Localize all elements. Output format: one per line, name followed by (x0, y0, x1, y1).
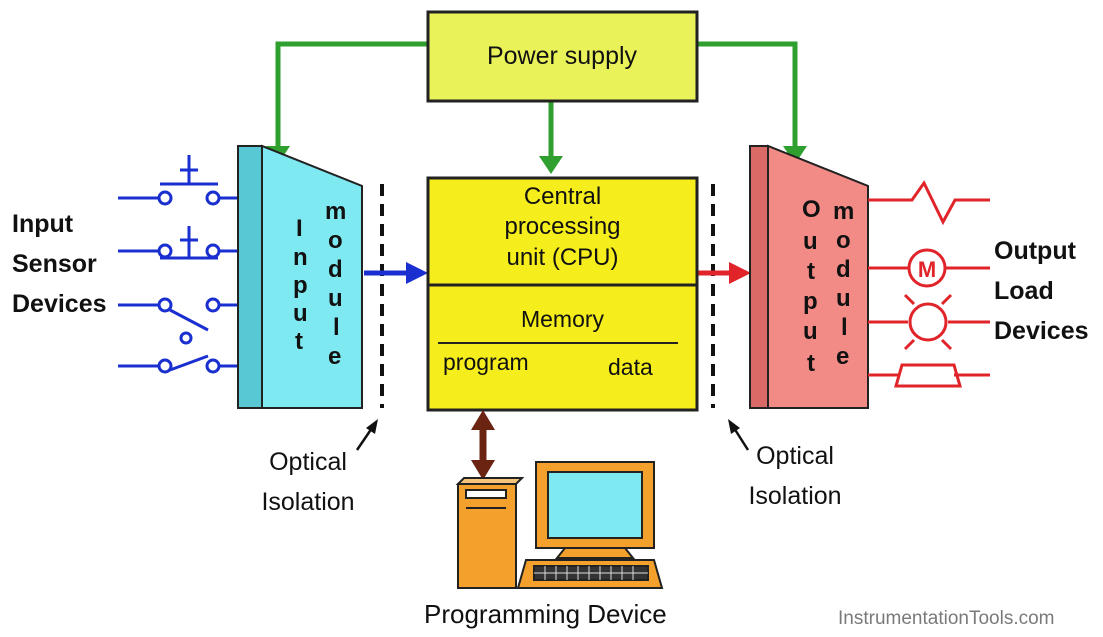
optical-isolation-left-line-2: Isolation (261, 488, 355, 516)
watermark-text: InstrumentationTools.com (838, 608, 1055, 629)
isolation-pointer-right (728, 419, 750, 451)
output-module-letter-1: O (802, 196, 821, 223)
input-module-letter-8: d (328, 256, 343, 283)
output-devices-label-line-1: Output (994, 237, 1076, 265)
optical-isolation-left-line-1: Optical (269, 448, 347, 476)
optical-isolation-right-line-2: Isolation (748, 482, 842, 510)
output-module-letter-11: l (841, 314, 848, 341)
input-devices-label-line-1: Input (12, 210, 74, 238)
cpu-title-line-1: Central (523, 183, 602, 210)
output-module-letter-6: t (807, 350, 815, 377)
motor-icon (907, 248, 947, 288)
input-sensor-symbols (118, 155, 262, 374)
input-devices-label-line-2: Sensor (12, 250, 97, 278)
keyboard-keys (534, 566, 648, 580)
output-module (749, 144, 869, 409)
input-module-letter-4: u (293, 300, 308, 327)
programming-device-icon (455, 461, 664, 589)
input-module-letter-2: n (293, 244, 308, 271)
output-module-letter-9: d (836, 256, 851, 283)
power-supply-label: Power supply (487, 42, 638, 70)
cpu-title-line-3: unit (CPU) (506, 244, 619, 271)
input-module-letter-1: I (296, 215, 303, 242)
programming-device-label: Programming Device (424, 599, 667, 629)
cpu-title-line-2: processing (504, 213, 621, 240)
input-module-letter-5: t (295, 328, 303, 355)
input-module-letter-6: m (325, 198, 347, 225)
input-module-letter-9: u (328, 285, 343, 312)
motor-symbol-label: M (918, 257, 936, 282)
cpu-to-output-arrow (697, 262, 751, 284)
input-module (237, 144, 363, 409)
power-supply-box (426, 10, 699, 103)
output-module-letter-5: u (803, 318, 818, 345)
output-module-letter-12: e (836, 343, 850, 370)
memory-data-label: data (608, 354, 653, 380)
output-module-letter-7: m (833, 198, 855, 225)
output-module-letter-8: o (836, 227, 851, 254)
input-devices-label-line-3: Devices (12, 290, 107, 318)
optical-isolation-right-line-1: Optical (756, 442, 834, 470)
memory-label: Memory (520, 306, 605, 332)
input-module-letter-10: l (333, 314, 340, 341)
output-load-symbols (868, 180, 990, 388)
output-module-letter-4: p (803, 288, 818, 315)
output-devices-label-line-3: Devices (994, 317, 1089, 345)
isolation-pointer-left (355, 419, 378, 451)
output-devices-label-line-2: Load (994, 277, 1054, 305)
input-module-letter-7: o (328, 227, 343, 254)
output-module-letter-3: t (807, 258, 815, 285)
cpu-box (426, 176, 699, 412)
output-module-letter-10: u (836, 285, 851, 312)
memory-program-label: program (443, 349, 529, 375)
input-module-letter-3: p (293, 272, 308, 299)
output-module-letter-2: u (803, 228, 818, 255)
cpu-programming-link-arrow (471, 410, 495, 480)
input-module-letter-11: e (328, 343, 342, 370)
input-to-cpu-arrow (364, 262, 428, 284)
